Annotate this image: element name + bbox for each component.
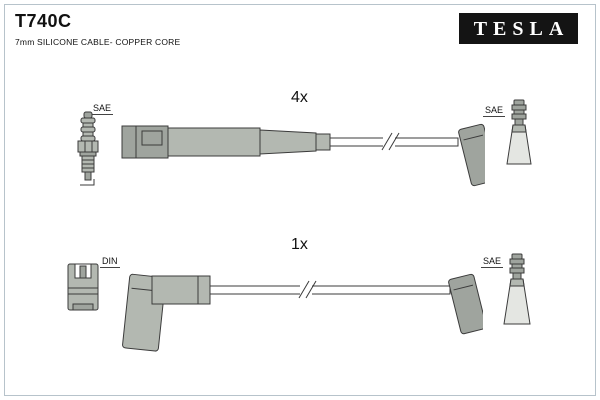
din-connector-icon (67, 263, 99, 311)
quantity-label-top: 4x (291, 89, 308, 106)
connector-label-sae-top-right: SAE (483, 105, 506, 117)
spark-plug-icon (77, 111, 99, 186)
sae-terminal-icon-bottom (503, 253, 531, 325)
sae-terminal-icon-top (506, 99, 532, 165)
connector-label-din: DIN (100, 256, 120, 268)
quantity-label-bottom: 1x (291, 236, 308, 253)
tesla-logo: TESLA (459, 13, 578, 44)
part-number: T740C (15, 11, 72, 31)
tesla-logo-text: TESLA (473, 17, 570, 40)
cable-spec-subtitle: 7mm SILICONE CABLE- COPPER CORE (15, 37, 181, 47)
cable-assembly-1x-icon (122, 273, 483, 352)
cable-assembly-4x-icon (121, 123, 485, 187)
connector-label-sae-top-left: SAE (91, 103, 114, 115)
connector-label-sae-bottom-right: SAE (481, 256, 504, 268)
